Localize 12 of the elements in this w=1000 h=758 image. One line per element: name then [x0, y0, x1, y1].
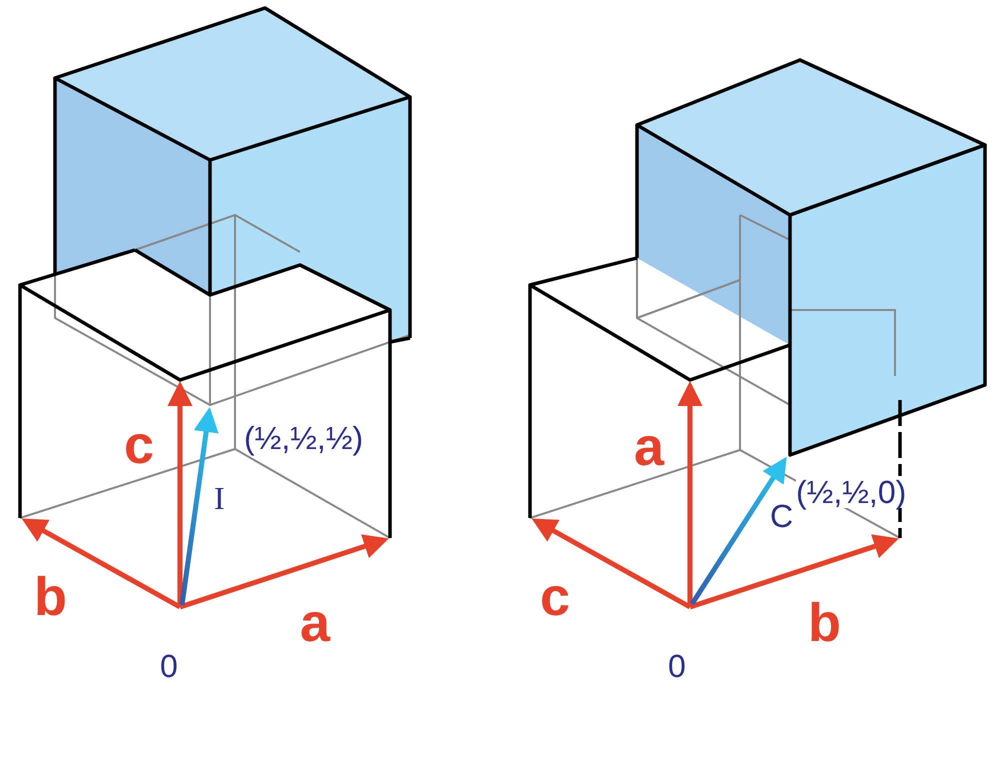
vector-label: c — [124, 418, 154, 472]
vector-label: a — [300, 596, 330, 650]
coordinate-label: (½,½,½) — [244, 422, 364, 454]
vector-label: a — [634, 420, 664, 474]
origin-label: 0 — [160, 650, 178, 682]
lattice-type-label: C — [770, 500, 794, 532]
lattice-type-label: I — [214, 482, 225, 514]
vector-label: c — [540, 570, 570, 624]
coordinate-label: (½,½,0) — [796, 476, 906, 508]
vector-label: b — [34, 570, 67, 624]
vector-label: b — [808, 596, 841, 650]
origin-label: 0 — [668, 650, 686, 682]
